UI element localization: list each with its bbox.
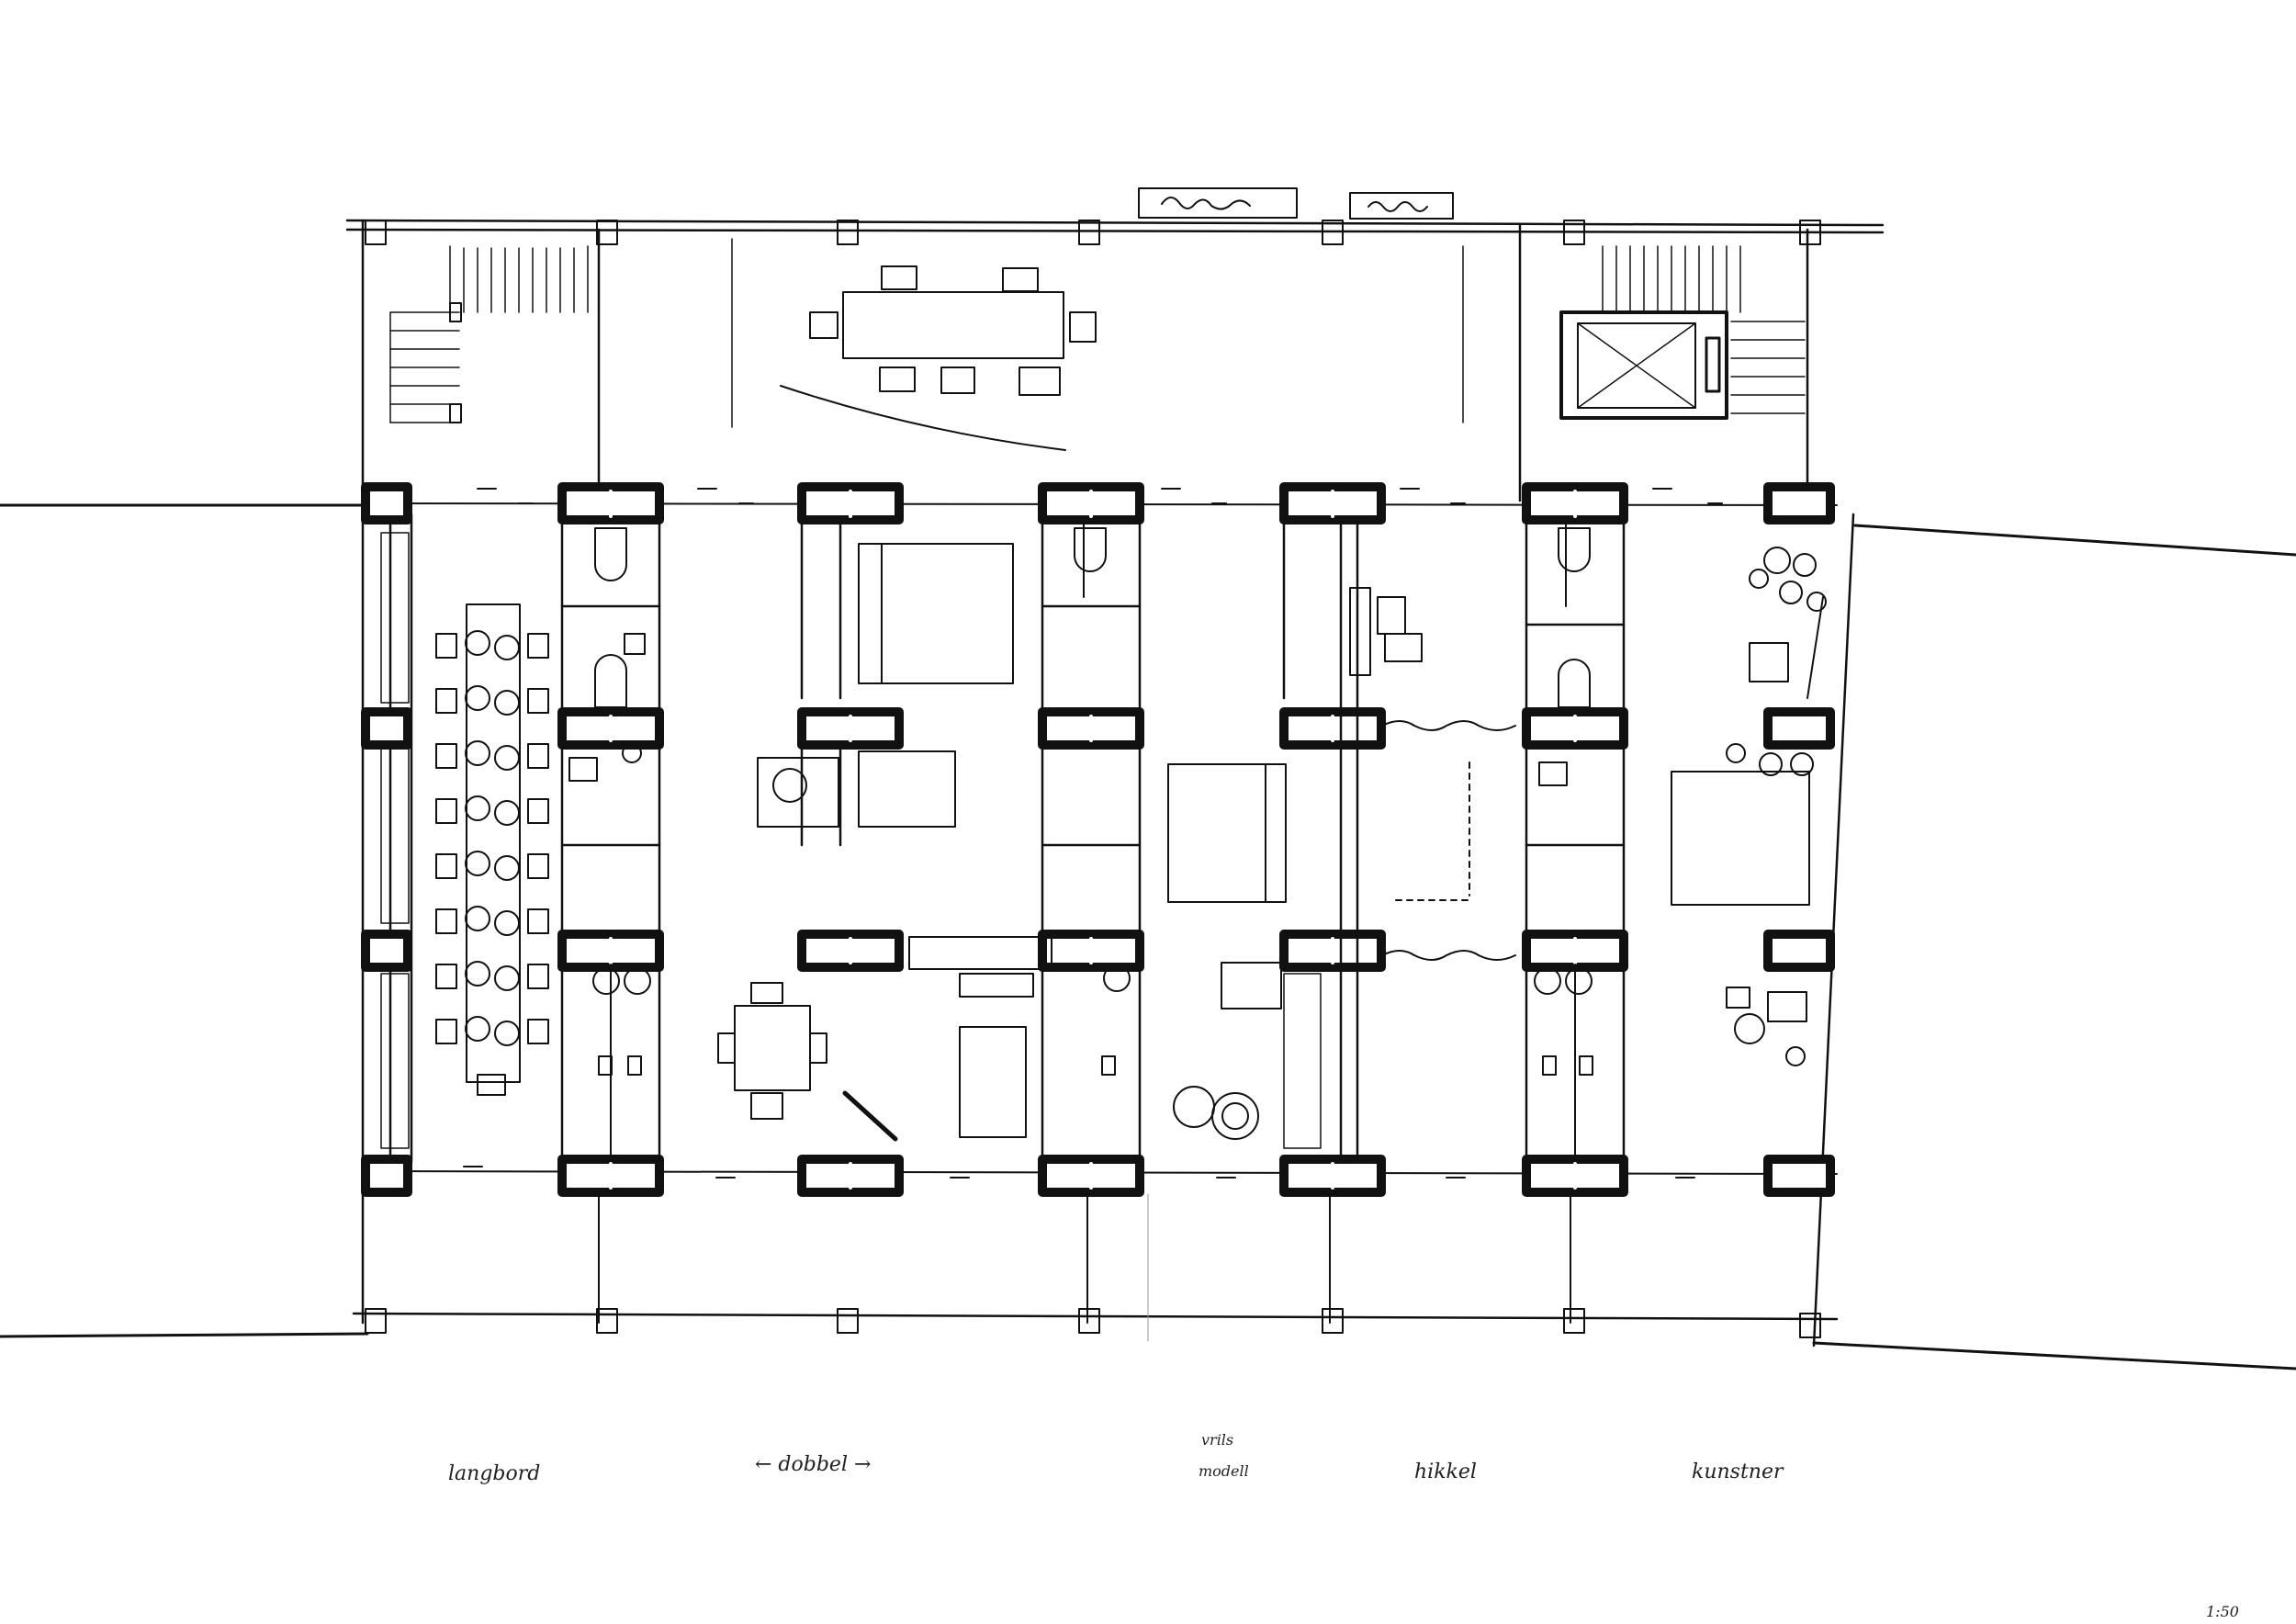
bed-double-unit [717,543,1052,1142]
site-lines [0,503,2296,1370]
bed-middle-unit [1167,763,1287,1140]
bathroom-fixtures [568,527,1593,1160]
lift-shaft [1559,310,1728,420]
core-walls [560,518,1626,1161]
structural-columns [361,482,1835,1197]
stair-right [1602,245,1806,414]
scale-label: 1:50 [2206,1603,2239,1620]
top-dining-table [731,238,1464,451]
header-stamps [1138,187,1454,220]
label-hikkel: hikkel [1414,1460,1477,1483]
partitions [1349,587,1516,961]
small-columns [365,220,1821,1338]
gable-counters [380,532,1322,1149]
studio-furniture [1671,547,1827,1066]
corridor-ticks [463,488,1723,1179]
long-table [435,603,549,1096]
label-vrils: vrils [1201,1431,1234,1449]
column-splits [609,490,1577,1190]
label-modell: modell [1199,1462,1249,1480]
label-langbord: langbord [448,1462,541,1485]
stair-left [389,245,589,423]
label-kunstner: kunstner [1692,1460,1784,1483]
label-dobbel: ← dobbel → [755,1453,872,1476]
support-lines [598,1193,1571,1342]
